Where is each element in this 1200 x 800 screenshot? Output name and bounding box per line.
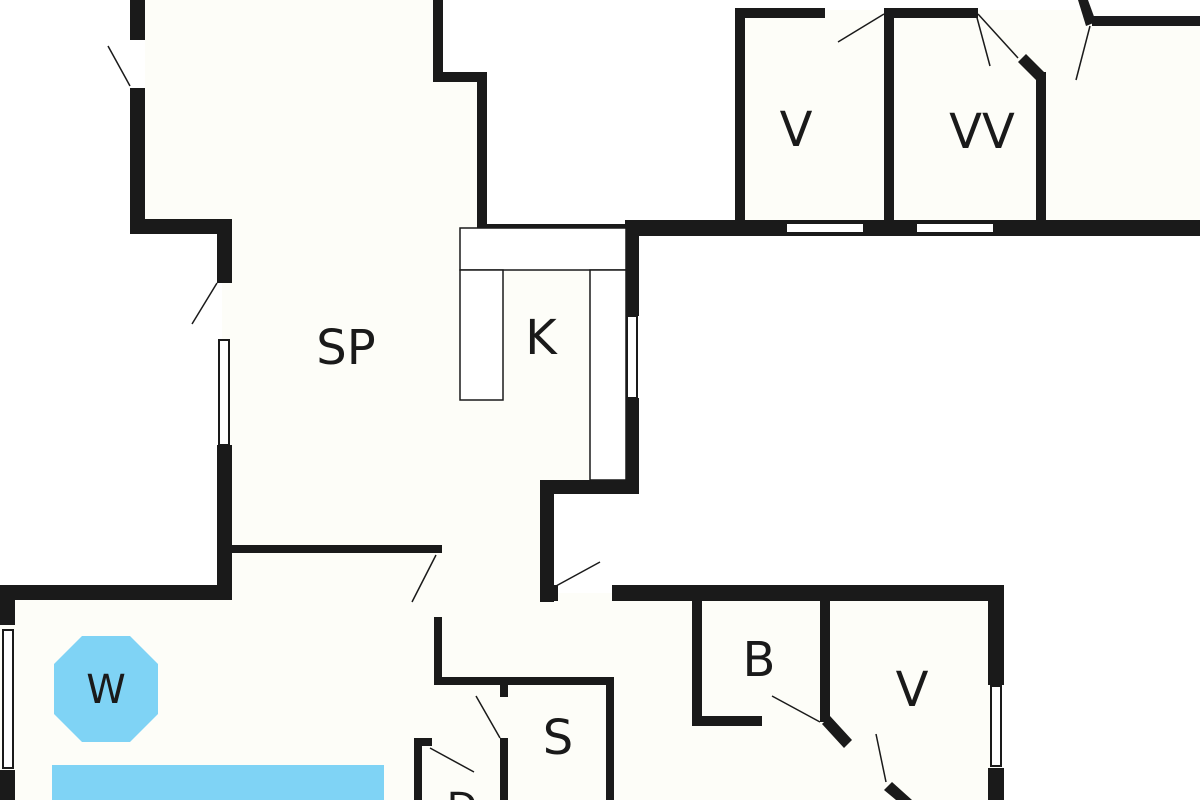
- kitchen-counter-top: [459, 227, 627, 271]
- door-diag-vv-edge: [977, 13, 1019, 59]
- wall-lower-right-side: [988, 585, 1004, 685]
- whirlpool: [54, 636, 158, 742]
- windows: [2, 222, 1002, 769]
- wall-v-top: [735, 8, 825, 18]
- door-vv: [975, 13, 991, 67]
- wall-left-mid-2: [217, 445, 232, 600]
- wall-diag-bv: [822, 716, 852, 748]
- door-s: [475, 695, 501, 739]
- wall-right-top: [1092, 16, 1200, 26]
- label-s: S: [543, 710, 573, 766]
- wall-lower-top: [0, 585, 232, 600]
- wall-d-top: [414, 738, 432, 746]
- wall-inner-lower: [232, 545, 442, 553]
- door-lower: [411, 554, 437, 603]
- window-kitchen: [626, 315, 638, 399]
- door-entry: [555, 561, 601, 587]
- wall-diag-vv: [1018, 54, 1046, 82]
- wall-kitchen-bottom: [540, 480, 639, 494]
- wall-top-center: [433, 0, 443, 80]
- wall-b-bottom: [692, 716, 762, 726]
- wall-kitchen-left-v: [540, 480, 554, 602]
- wall-inner-s-left: [500, 677, 508, 697]
- wall-kitchen-right: [625, 220, 639, 316]
- door-left-mid: [191, 282, 218, 325]
- wall-d-left: [414, 738, 422, 800]
- wall-left-mid: [217, 219, 232, 283]
- label-b: B: [743, 632, 776, 688]
- kitchen-counter-right: [589, 269, 627, 481]
- wall-diag-top: [1078, 0, 1096, 26]
- door-v-bottom: [875, 733, 887, 783]
- kitchen-island: [459, 269, 504, 401]
- water-features: [52, 636, 384, 800]
- wall-inner-s-left-2: [500, 738, 508, 800]
- pool: [52, 765, 384, 800]
- label-sp: SP: [316, 320, 375, 376]
- wall-b-right: [820, 600, 830, 722]
- wall-kitchen-right-2: [625, 398, 639, 494]
- wall-upper-right-bottom: [625, 220, 1200, 236]
- wall-left-upper: [130, 0, 145, 40]
- wall-v-left: [735, 8, 745, 236]
- wall-lower-left: [0, 585, 15, 625]
- label-v-bottom: V: [896, 662, 929, 718]
- wall-lower-right-side-2: [988, 768, 1004, 800]
- door-v: [837, 13, 885, 43]
- door-swings: [107, 13, 1091, 783]
- window-v: [785, 222, 865, 234]
- label-k: K: [525, 310, 558, 366]
- wall-inner-s-right: [606, 677, 614, 800]
- wall-lower-right-top: [612, 585, 1004, 601]
- door-b: [771, 695, 821, 723]
- wall-vv-right: [1036, 72, 1046, 236]
- door-left-upper: [107, 45, 131, 87]
- window-left: [218, 339, 230, 446]
- window-lower-right: [990, 685, 1002, 767]
- label-d: D: [447, 785, 478, 800]
- floor-upper-right: [740, 10, 1200, 228]
- wall-v-vv: [884, 8, 894, 236]
- wall-lower-left-2: [0, 770, 15, 800]
- wall-lower-right-left: [540, 585, 558, 601]
- door-d: [429, 747, 475, 773]
- label-w: W: [86, 667, 126, 713]
- wall-diag-bottom: [884, 782, 912, 800]
- wall-b-left: [692, 600, 702, 726]
- window-lower-left: [2, 629, 14, 769]
- door-right: [1075, 25, 1091, 81]
- label-vv: VV: [949, 104, 1015, 160]
- wall-vv-top: [884, 8, 978, 18]
- wall-step-top: [130, 219, 232, 234]
- room-labels: SP K V VV B V S W D: [86, 102, 1015, 800]
- kitchen-fixtures: [459, 227, 627, 481]
- wall-top-center-v: [477, 72, 487, 232]
- wall-top-center-step: [433, 72, 487, 82]
- window-vv: [915, 222, 995, 234]
- wall-inner-lower-v: [434, 617, 442, 685]
- wall-left-upper-2: [130, 88, 145, 234]
- wall-inner-s-top: [434, 677, 614, 685]
- label-v-top: V: [780, 102, 813, 158]
